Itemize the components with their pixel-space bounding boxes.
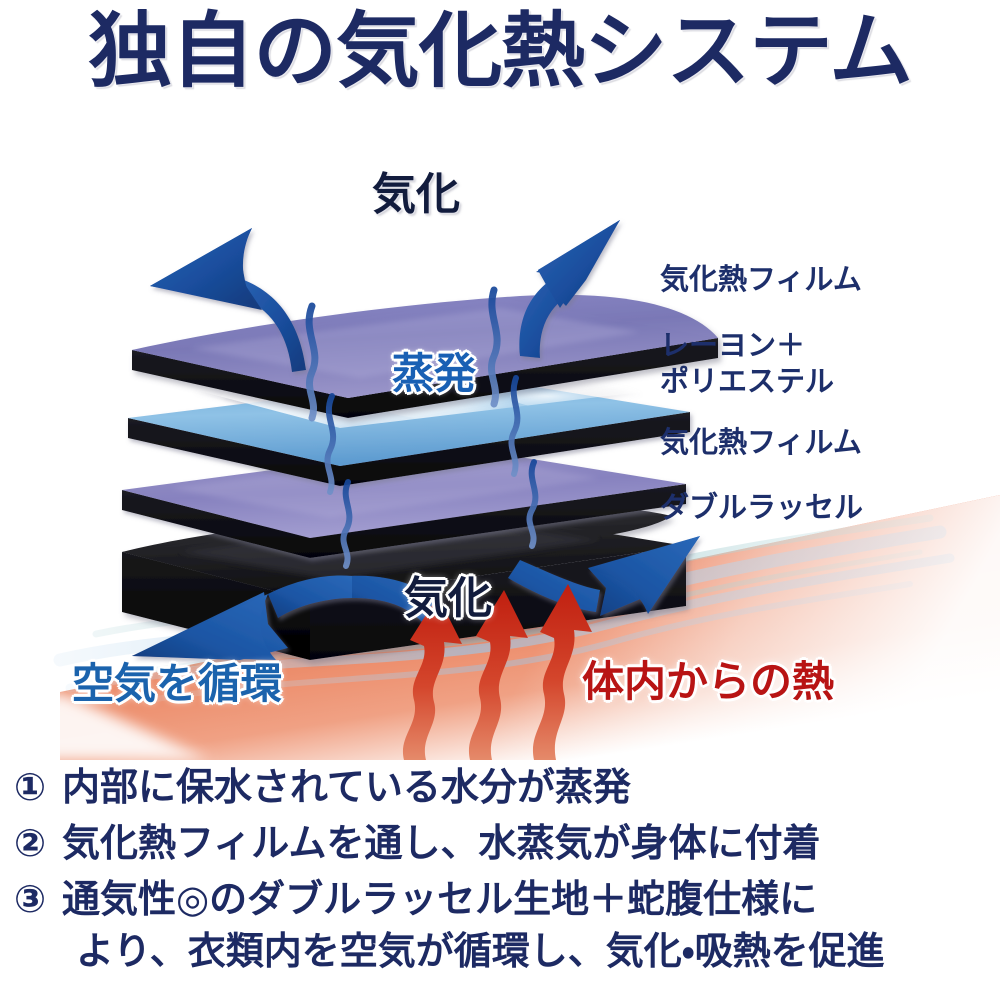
label-vaporize-bottom: 気化 bbox=[404, 574, 492, 623]
list-item: ③ 通気性◎のダブルラッセル生地＋蛇腹仕様に より、衣類内を空気が循環し、気化・… bbox=[14, 874, 1000, 978]
circulate-arrow-left bbox=[132, 575, 444, 660]
layer-diagram: 気化熱フィルム レーヨン＋ ポリエステル 気化熱フィルム ダブルラッセル 気化 … bbox=[0, 100, 1000, 760]
list-item: ② 気化熱フィルムを通し、水蒸気が身体に付着 bbox=[14, 818, 1000, 870]
layer-label-film-bottom: 気化熱フィルム bbox=[660, 427, 862, 459]
layer-film-top bbox=[132, 294, 718, 418]
step-text: 内部に保水されている水分が蒸発 bbox=[62, 762, 1000, 814]
step-number: ③ bbox=[14, 879, 47, 921]
layer-label-rayon-line2: ポリエステル bbox=[660, 366, 835, 398]
moisture-squiggles bbox=[305, 286, 539, 569]
layer-label-rayon-polyester: レーヨン＋ ポリエステル bbox=[660, 328, 834, 400]
step-number: ② bbox=[14, 823, 47, 865]
diagram-graphics bbox=[0, 220, 1000, 760]
label-circulate-air: 空気を循環 bbox=[72, 660, 283, 707]
step-number: ① bbox=[14, 767, 47, 809]
steps-list: ① 内部に保水されている水分が蒸発 ② 気化熱フィルムを通し、水蒸気が身体に付着… bbox=[14, 762, 1000, 982]
step-text: 気化熱フィルムを通し、水蒸気が身体に付着 bbox=[62, 818, 1000, 870]
layer-film-bottom bbox=[122, 446, 686, 558]
page-title: 独自の気化熱システム bbox=[88, 6, 913, 97]
step-line: 気化熱フィルムを通し、水蒸気が身体に付着 bbox=[62, 823, 821, 865]
body-heat-arrows bbox=[402, 584, 592, 760]
label-vaporize-top: 気化 bbox=[372, 170, 460, 219]
step-text: 通気性◎のダブルラッセル生地＋蛇腹仕様に より、衣類内を空気が循環し、気化・吸熱… bbox=[62, 874, 1000, 978]
circulate-arrow-right bbox=[508, 536, 700, 616]
step-line: 内部に保水されている水分が蒸発 bbox=[62, 767, 631, 809]
label-evaporate: 蒸発 bbox=[392, 350, 477, 397]
step-line: より、衣類内を空気が循環し、気化・吸熱を促進 bbox=[76, 931, 885, 973]
vaporize-arrow-left bbox=[150, 228, 306, 372]
layer-label-rayon-line1: レーヨン＋ bbox=[660, 330, 806, 362]
label-body-heat: 体内からの熱 bbox=[582, 658, 835, 705]
vaporize-arrow-right bbox=[519, 220, 620, 358]
step-line: 通気性◎のダブルラッセル生地＋蛇腹仕様に bbox=[62, 879, 818, 921]
layer-label-film-top: 気化熱フィルム bbox=[660, 264, 862, 296]
layer-label-double-russell: ダブルラッセル bbox=[660, 492, 864, 524]
list-item: ① 内部に保水されている水分が蒸発 bbox=[14, 762, 1000, 814]
